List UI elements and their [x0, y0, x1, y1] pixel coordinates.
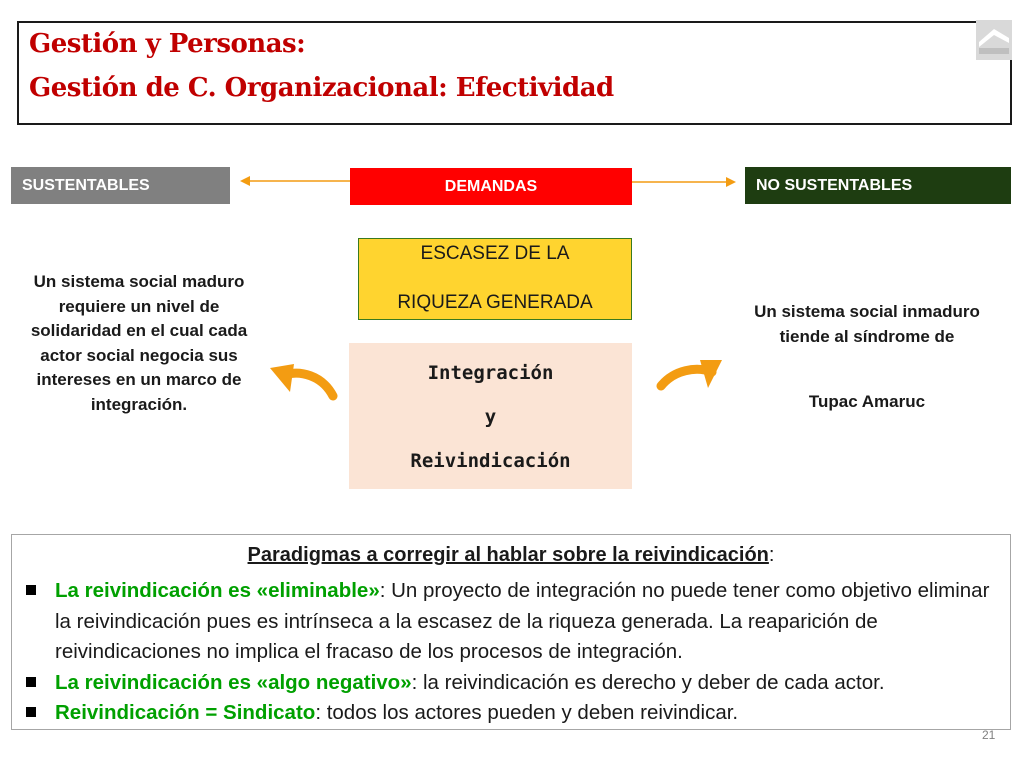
escasez-box: ESCASEZ DE LA RIQUEZA GENERADA [358, 238, 632, 320]
escasez-line-1: ESCASEZ DE LA [420, 243, 570, 264]
double-arrow-right [632, 177, 736, 187]
paradigms-heading-colon: : [768, 544, 775, 566]
y-text: y [484, 406, 497, 428]
bullet-square-icon [26, 707, 36, 717]
mature-system-text: Un sistema social maduro requiere un niv… [30, 272, 248, 414]
no-sustentables-label: NO SUSTENTABLES [745, 167, 1011, 204]
paradigms-list: La reivindicación es «eliminable»: Un pr… [12, 576, 1012, 729]
paradigm-text: : Un proyecto de integración no puede te… [55, 579, 990, 663]
sustentables-label: SUSTENTABLES [11, 167, 230, 204]
curved-arrow-left-icon [270, 364, 338, 401]
paradigm-text: : todos los actores pueden y deben reivi… [315, 701, 739, 724]
title-line-2: Gestión de C. Organizacional: Efectivida… [29, 73, 614, 103]
integracion-box: Integración y Reivindicación [349, 343, 632, 489]
paradigm-item: La reivindicación es «algo negativo»: la… [12, 668, 1012, 699]
double-arrow-left [240, 176, 350, 186]
immature-system-text: Un sistema social inmaduro tiende al sín… [754, 302, 980, 346]
home-icon[interactable] [976, 20, 1012, 60]
paradigms-heading-text: Paradigmas a corregir al hablar sobre la… [247, 544, 769, 566]
demandas-label: DEMANDAS [350, 168, 632, 205]
reivindicacion-text: Reivindicación [410, 450, 571, 472]
paradigm-item: La reivindicación es «eliminable»: Un pr… [12, 576, 1012, 668]
tupac-amaruc-text: Tupac Amaruc [808, 392, 926, 411]
title-box: Gestión y Personas: Gestión de C. Organi… [17, 21, 1012, 125]
paradigms-heading: Paradigmas a corregir al hablar sobre la… [12, 544, 1010, 567]
page-number: 21 [982, 728, 996, 742]
integracion-text: Integración [427, 362, 554, 384]
paradigm-item: Reivindicación = Sindicato: todos los ac… [12, 698, 1012, 729]
paradigm-lead: La reivindicación es «algo negativo» [55, 670, 412, 694]
paradigm-lead: La reivindicación es «eliminable» [55, 579, 380, 602]
title-line-1: Gestión y Personas: [29, 29, 306, 59]
bullet-square-icon [26, 676, 36, 687]
escasez-line-2: RIQUEZA GENERADA [397, 292, 593, 313]
paradigms-box: Paradigmas a corregir al hablar sobre la… [11, 534, 1011, 730]
bullet-square-icon [26, 585, 36, 595]
paradigm-lead: Reivindicación = Sindicato [55, 701, 316, 724]
paradigm-text: : la reivindicación es derecho y deber d… [411, 670, 885, 694]
curved-arrow-right-icon [656, 360, 722, 391]
